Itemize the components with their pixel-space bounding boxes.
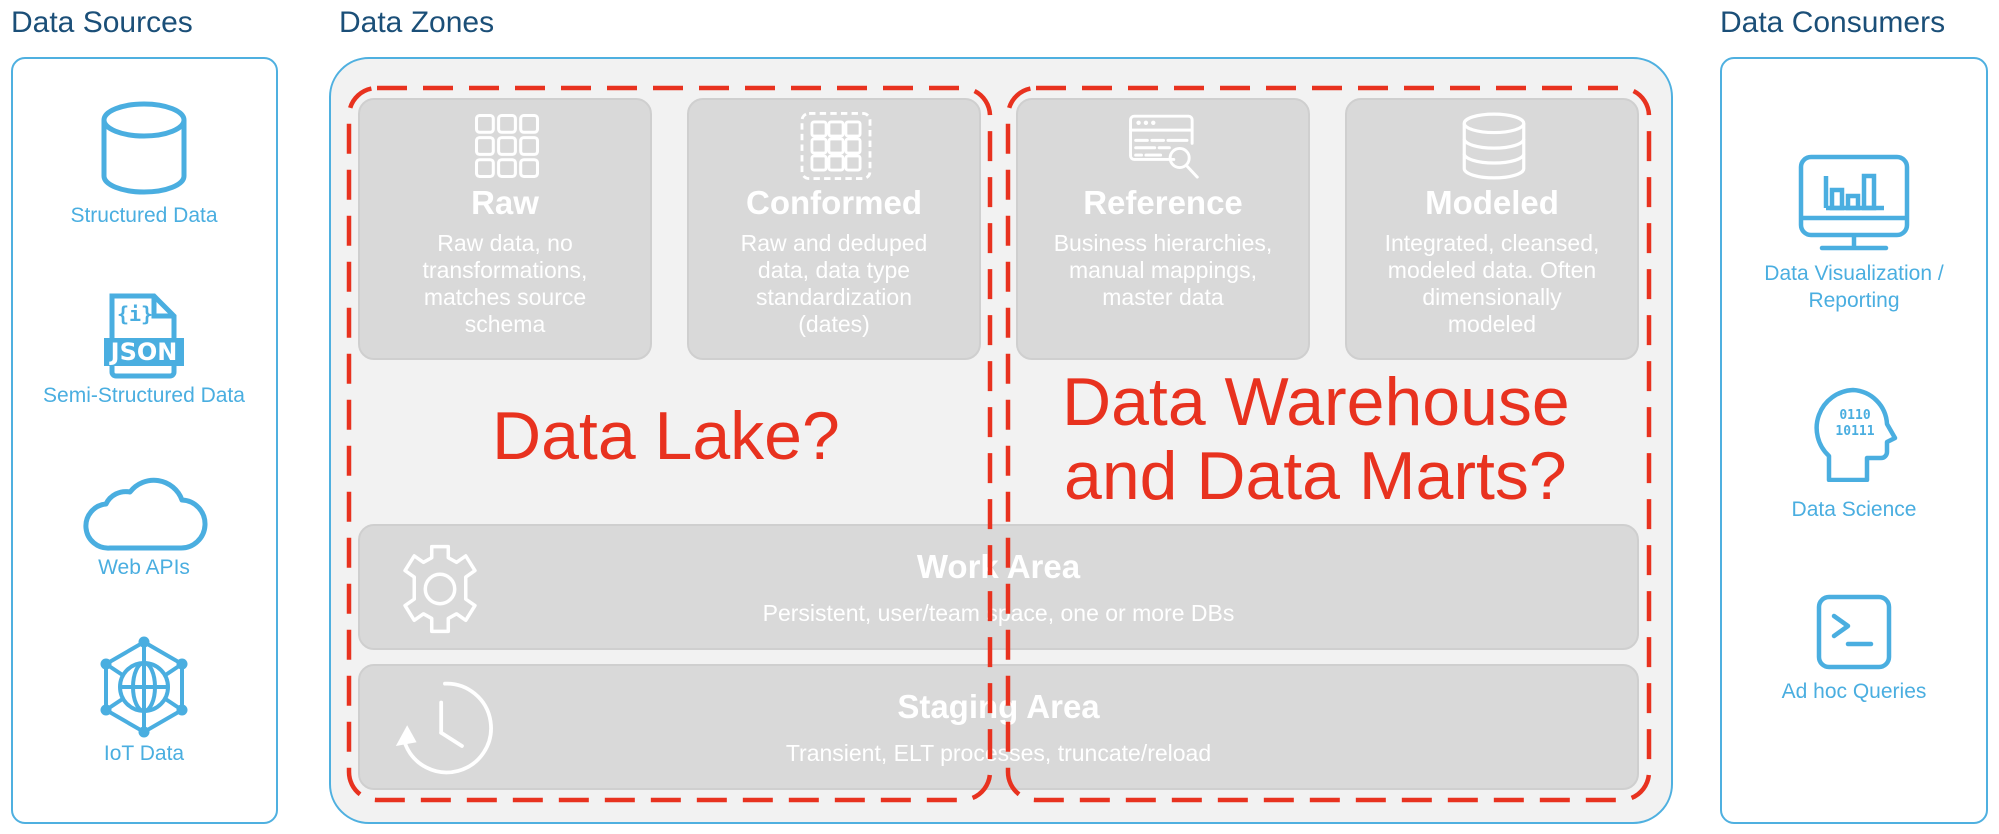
monitor-chart-icon [1798,154,1910,252]
zone-card-desc: Raw and deduped data, data type standard… [697,230,971,338]
document-search-icon [1128,114,1202,180]
source-label: Semi-Structured Data [43,384,245,407]
consumer-ad-hoc-queries[interactable]: Ad hoc Queries [1734,594,1974,705]
zone-card-desc: Business hierarchies, manual mappings, m… [1026,230,1300,311]
zone-card-title: Raw [471,184,539,221]
desc-line: data, data type [757,257,911,283]
desc-line: modeled [1447,311,1537,337]
zone-card-conformed[interactable]: Conformed Raw and deduped data, data typ… [687,98,981,360]
data-consumers-panel [1720,57,1988,824]
zone-card-title: Reference [1083,184,1243,221]
zone-card-reference[interactable]: Reference Business hierarchies, manual m… [1016,98,1310,360]
desc-line: matches source [423,284,587,310]
consumer-label: Ad hoc Queries [1781,680,1927,703]
zone-card-modeled[interactable]: Modeled Integrated, cleansed, modeled da… [1345,98,1639,360]
data-warehouse-annotation-line1: Data Warehouse [1062,364,1570,440]
zone-card-raw[interactable]: Raw Raw data, no transformations, matche… [358,98,652,360]
source-iot-data[interactable]: IoT Data [24,636,264,767]
desc-line: transformations, [422,257,588,283]
data-lake-annotation: Data Lake? [492,398,840,474]
desc-line: schema [464,311,546,337]
data-sources-title: Data Sources [11,6,193,39]
desc-line: dimensionally [1422,284,1562,310]
zone-card-title: Conformed [746,184,922,221]
desc-line: (dates) [798,311,870,337]
history-clock-icon [392,678,496,780]
grid-icon [475,114,539,178]
consumer-label-line: Reporting [1808,289,1900,312]
data-consumers-title: Data Consumers [1720,6,1946,39]
source-web-apis[interactable]: Web APIs [24,470,264,581]
source-label: Web APIs [98,556,190,579]
head-binary-icon: 0110 10111 [1809,386,1899,482]
binary-line: 0110 [1839,408,1871,423]
work-area-desc: Persistent, user/team space, one or more… [762,600,1235,626]
binary-line: 10111 [1835,424,1875,439]
desc-line: modeled data. Often [1387,257,1597,283]
desc-line: manual mappings, [1069,257,1257,283]
consumer-data-visualization[interactable]: Data Visualization / Reporting [1734,154,1974,314]
staging-area-desc: Transient, ELT processes, truncate/reloa… [785,740,1212,766]
source-label: IoT Data [103,742,185,765]
consumer-data-science[interactable]: 0110 10111 Data Science [1734,386,1974,523]
staging-area-title: Staging Area [897,688,1100,725]
zone-work-area[interactable]: Work Area Persistent, user/team space, o… [358,524,1639,650]
json-glyph: {i} [116,302,154,326]
desc-line: Raw and deduped [740,230,928,256]
work-area-title: Work Area [916,548,1081,585]
zone-card-title: Modeled [1425,184,1559,221]
database-stack-icon [1462,112,1526,180]
consumer-label: Data Visualization / Reporting [1764,260,1943,314]
json-file-icon: {i} JSON [102,292,186,380]
gear-icon [394,543,486,635]
iot-network-globe-icon [94,636,194,740]
desc-line: Raw data, no [437,230,573,256]
source-structured-data[interactable]: Structured Data [24,100,264,229]
source-label: Structured Data [70,204,218,227]
consumer-label-line: Data Visualization / [1764,262,1944,285]
desc-line: Integrated, cleansed, [1384,230,1600,256]
zone-card-desc: Raw data, no transformations, matches so… [368,230,642,338]
json-text: JSON [110,338,178,366]
binary-glyph: 0110 10111 [1831,408,1879,440]
source-semi-structured-data[interactable]: {i} JSON Semi-Structured Data [24,292,264,409]
desc-line: master data [1102,284,1224,310]
zone-card-desc: Integrated, cleansed, modeled data. Ofte… [1355,230,1629,338]
dashed-grid-icon [800,112,872,180]
zone-staging-area[interactable]: Staging Area Transient, ELT processes, t… [358,664,1639,790]
consumer-label: Data Science [1791,498,1917,521]
data-zones-title: Data Zones [339,6,495,39]
data-warehouse-annotation-line2: and Data Marts? [1064,438,1567,514]
cloud-icon [80,470,208,552]
desc-line: Business hierarchies, [1053,230,1273,256]
terminal-icon [1816,594,1892,670]
database-cylinder-icon [99,100,189,196]
desc-line: standardization [756,284,912,310]
